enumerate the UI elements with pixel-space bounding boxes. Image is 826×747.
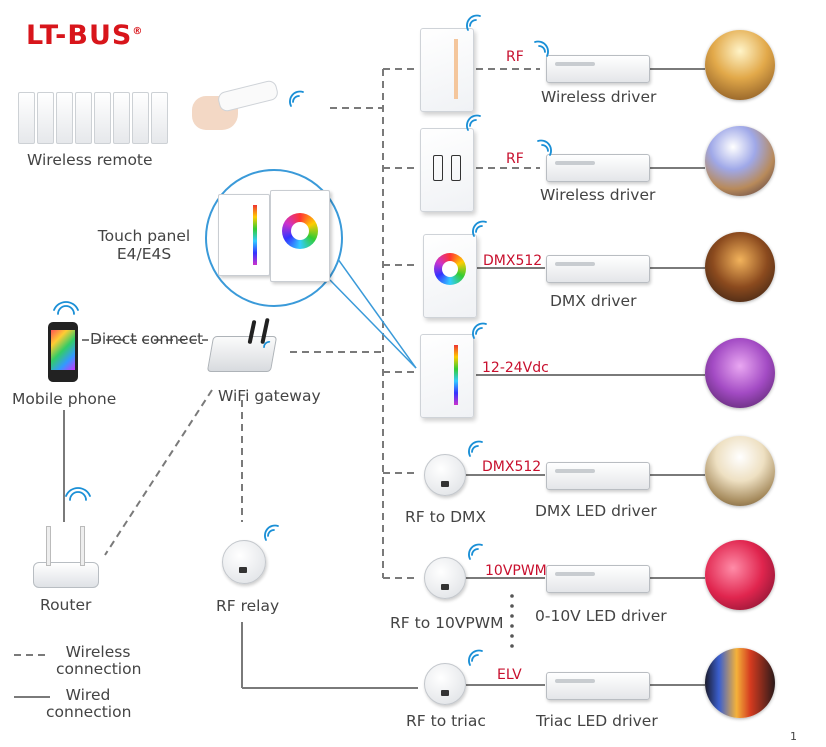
lighting-scene-image: [705, 540, 775, 610]
direct-connect-label: Direct connect: [90, 330, 204, 348]
signal-label: RF: [506, 151, 524, 167]
driver-label: DMX driver: [550, 292, 637, 310]
wireless-driver-icon: [546, 55, 650, 83]
rf-relay-icon: [222, 540, 266, 584]
rf-to-dmx-icon: [424, 454, 466, 496]
lighting-scene-image: [705, 338, 775, 408]
device-label: RF to 10VPWM: [390, 614, 504, 632]
signal-label: RF: [506, 49, 524, 65]
signal-label: ELV: [497, 667, 522, 683]
driver-label: 0-10V LED driver: [535, 607, 667, 625]
lighting-scene-image: [705, 30, 775, 100]
wireless-driver-icon: [546, 154, 650, 182]
rf-to-triac-icon: [424, 663, 466, 705]
antenna-icon: [80, 526, 85, 566]
dmx-led-driver-icon: [546, 462, 650, 490]
brand-logo: LT-BUS®: [26, 20, 144, 51]
signal-label: 10VPWM: [485, 563, 547, 579]
lighting-scene-image: [705, 436, 775, 506]
signal-label: DMX512: [483, 253, 543, 269]
page-number: 1: [790, 730, 797, 743]
driver-label: Wireless driver: [540, 186, 656, 204]
device-label: RF to triac: [406, 712, 486, 730]
lighting-scene-image: [705, 126, 775, 196]
wireless-remote-label: Wireless remote: [27, 151, 153, 169]
rf-relay-label: RF relay: [216, 597, 280, 615]
rf-to-10vpwm-icon: [424, 557, 466, 599]
wall-panel-icon: [420, 334, 474, 418]
mobile-phone-icon: [48, 322, 78, 382]
router-label: Router: [40, 596, 92, 614]
wall-panel-icon: [420, 128, 474, 212]
triac-led-driver-icon: [546, 672, 650, 700]
device-label: RF to DMX: [405, 508, 487, 526]
driver-label: DMX LED driver: [535, 502, 657, 520]
driver-label: Triac LED driver: [536, 712, 658, 730]
wall-panel-icon: [423, 234, 477, 318]
lighting-scene-image: [705, 232, 775, 302]
signal-label: 12-24Vdc: [482, 360, 549, 376]
led-driver-0-10v-icon: [546, 565, 650, 593]
touch-panel-label: Touch panel E4/E4S: [97, 227, 191, 263]
wall-panel-icon: [420, 28, 474, 112]
router-gateway-line: [104, 389, 213, 556]
antenna-icon: [46, 526, 51, 566]
mobile-phone-label: Mobile phone: [12, 390, 117, 408]
wifi-gateway-icon: [206, 336, 278, 372]
router-icon: [33, 562, 99, 588]
lighting-scene-image: [705, 648, 775, 718]
wifi-gateway-label: WiFi gateway: [218, 387, 321, 405]
signal-label: DMX512: [482, 459, 542, 475]
driver-label: Wireless driver: [541, 88, 657, 106]
dmx-driver-icon: [546, 255, 650, 283]
